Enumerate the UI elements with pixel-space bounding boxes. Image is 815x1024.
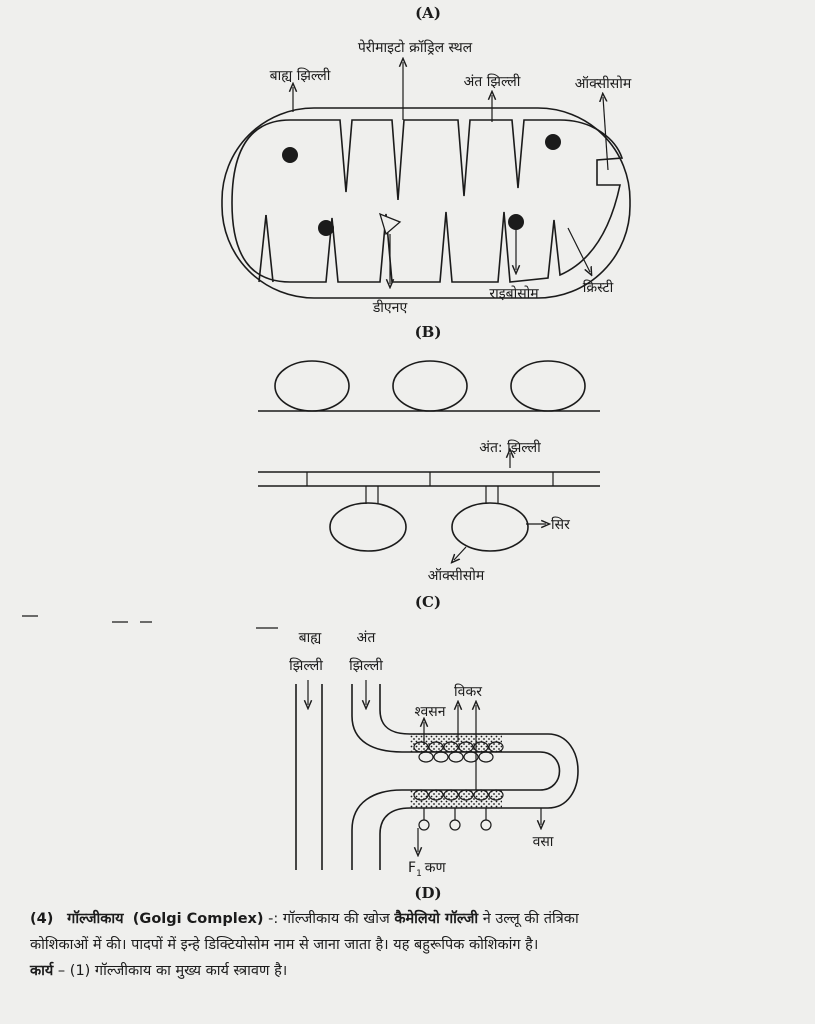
caption-c: (C) <box>415 593 441 611</box>
ribosome-dot <box>318 220 334 236</box>
label-head: सिर <box>551 516 570 533</box>
respiratory-particles-top <box>413 741 504 763</box>
label-enzyme: विकर <box>454 683 482 700</box>
ribosome-dot <box>508 214 524 230</box>
paragraph-line-2: कोशिकाओं में की। पादपों में इन्हे डिक्टि… <box>30 937 539 953</box>
dna-triangle <box>378 212 402 236</box>
label-oxysome-b: ऑक्सीसोम <box>428 567 485 584</box>
label-inner-membrane: अंत झिल्ली <box>464 73 521 90</box>
outer-membrane <box>221 107 631 299</box>
label-cristae: क्रिस्टी <box>583 279 614 296</box>
line1-part-a: गॉल्जीकाय की खोज <box>282 911 390 927</box>
figure-b-oxysomes: अंत: झिल्ली सिर ऑक्सीसोम (C) <box>258 360 600 611</box>
line1-part-c: ने उल्लू की तंत्रिका <box>482 911 579 927</box>
figure-c-membrane-detail: बाह्य झिल्ली अंत झिल्ली <box>22 615 579 902</box>
label-dna: डीएनए <box>372 299 408 316</box>
caption-a: (A) <box>415 4 441 22</box>
function-text: – (1) गॉल्जीकाय का मुख्य कार्य स्त्रावण … <box>57 963 288 979</box>
ribosome-dot <box>282 147 298 163</box>
label-outer-c2: झिल्ली <box>289 657 323 674</box>
section-heading-hindi: गॉल्जीकाय <box>67 911 124 927</box>
caption-b: (B) <box>415 323 442 341</box>
ribosome-dot <box>545 134 561 150</box>
paragraph-line-1: (4) गॉल्जीकाय (Golgi Complex) -: गॉल्जीक… <box>30 906 810 932</box>
label-perimito: पेरीमाइटो क्रॉड्रिल स्थल <box>358 39 473 56</box>
label-ribosome: राइबोसोम <box>489 285 539 302</box>
figure-a-mitochondrion: (A) पेरीमाइटो क्रॉड्रिल स्थल बाह्य झिल्ल… <box>221 4 632 341</box>
golgi-paragraph: (4) गॉल्जीकाय (Golgi Complex) -: गॉल्जीक… <box>30 906 810 984</box>
caption-d: (D) <box>414 884 441 902</box>
heading-separator: -: <box>268 911 279 927</box>
section-number: (4) <box>30 911 54 927</box>
function-heading: कार्य <box>30 963 54 979</box>
label-inner-c2: झिल्ली <box>349 657 383 674</box>
label-inner-c1: अंत <box>357 630 377 646</box>
respiratory-particles-bottom <box>413 789 504 801</box>
figure-canvas: (A) पेरीमाइटो क्रॉड्रिल स्थल बाह्य झिल्ल… <box>22 4 632 902</box>
discoverer-name: कैमेलियो गॉल्जी <box>394 911 479 927</box>
label-respiration: श्वसन <box>415 704 446 720</box>
section-heading-english: (Golgi Complex) <box>132 911 264 927</box>
label-inner-b: अंत: झिल्ली <box>479 439 541 456</box>
label-outer-membrane: बाह्य झिल्ली <box>270 67 331 84</box>
paragraph-line-3: कार्य – (1) गॉल्जीकाय का मुख्य कार्य स्त… <box>30 958 810 984</box>
label-fat: वसा <box>533 834 554 850</box>
inner-membrane-cristae <box>231 119 624 283</box>
f1-particles <box>418 808 492 831</box>
label-oxysome-a: ऑक्सीसोम <box>575 75 632 92</box>
label-outer-c1: बाह्य <box>299 630 323 646</box>
